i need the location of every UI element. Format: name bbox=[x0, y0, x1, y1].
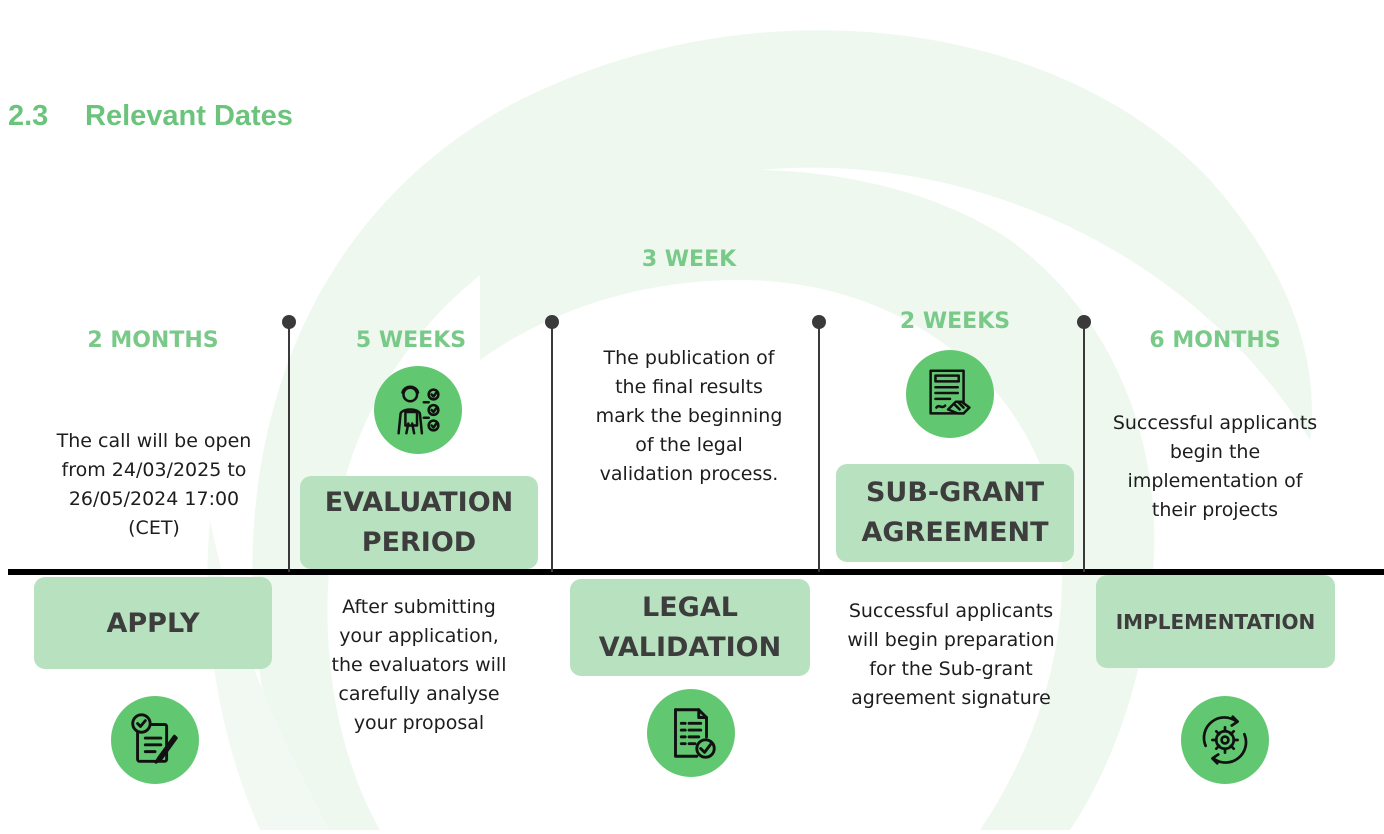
phase-1-duration: 2 MONTHS bbox=[87, 328, 219, 353]
section-title-text: Relevant Dates bbox=[85, 100, 293, 132]
separator-line-4 bbox=[1083, 322, 1085, 572]
phase-2-desc-line-5: your proposal bbox=[353, 712, 485, 734]
phase-1-desc-line-4: (CET) bbox=[128, 517, 180, 539]
checklist-pencil-icon bbox=[111, 696, 199, 784]
separator-line-2 bbox=[551, 322, 553, 572]
phase-2-desc-line-1: After submitting bbox=[342, 596, 496, 618]
phase-5-description: Successful applicants begin the implemen… bbox=[1090, 409, 1340, 525]
phase-3-label-line-1: LEGAL bbox=[642, 591, 738, 623]
phase-5-label: IMPLEMENTATION bbox=[1115, 609, 1316, 634]
phase-2-desc-line-3: the evaluators will bbox=[331, 654, 507, 676]
phase-4-desc-line-3: for the Sub-grant bbox=[869, 658, 1033, 680]
phase-3-desc-line-1: The publication of bbox=[603, 347, 775, 369]
phase-2-desc-line-4: carefully analyse bbox=[338, 683, 500, 705]
phase-1-description: The call will be open from 24/03/2025 to… bbox=[16, 427, 292, 543]
phase-2-label-line-1: EVALUATION bbox=[324, 486, 514, 518]
phase-5-desc-line-2: begin the bbox=[1169, 441, 1261, 463]
phase-3-desc-line-3: mark the beginning bbox=[595, 405, 783, 427]
evaluator-checklist-icon bbox=[374, 366, 462, 454]
section-number: 2.3 bbox=[8, 100, 49, 132]
phase-2-label-line-2: PERIOD bbox=[361, 526, 477, 558]
phase-2-description: After submitting your application, the e… bbox=[294, 593, 544, 738]
phase-4-desc-line-1: Successful applicants bbox=[848, 600, 1054, 622]
phase-2-duration: 5 WEEKS bbox=[355, 328, 467, 353]
phase-4-label-box: SUB-GRANT AGREEMENT bbox=[836, 464, 1074, 562]
phase-2-desc-line-2: your application, bbox=[339, 625, 499, 647]
document-check-icon bbox=[647, 689, 735, 777]
phase-1-desc-line-1: The call will be open bbox=[56, 430, 252, 452]
phase-4-label-line-2: AGREEMENT bbox=[861, 517, 1049, 548]
phase-2-label-box: EVALUATION PERIOD bbox=[300, 476, 538, 569]
phase-4-duration: 2 WEEKS bbox=[899, 309, 1011, 334]
phase-3-description: The publication of the final results mar… bbox=[558, 344, 820, 489]
phase-5-desc-line-4: their projects bbox=[1151, 499, 1279, 521]
contract-handshake-icon bbox=[906, 350, 994, 438]
phase-4-label-line-1: SUB-GRANT bbox=[865, 477, 1045, 508]
phase-4-desc-line-2: will begin preparation bbox=[847, 629, 1055, 651]
phase-1-desc-line-3: 26/05/2024 17:00 bbox=[68, 488, 240, 510]
separator-line-1 bbox=[288, 322, 290, 572]
section-title: 2.3 Relevant Dates bbox=[8, 100, 293, 133]
gear-cycle-icon bbox=[1181, 696, 1269, 784]
phase-3-desc-line-4: of the legal bbox=[635, 434, 743, 456]
phase-1-label: APPLY bbox=[106, 607, 200, 639]
phase-5-desc-line-3: implementation of bbox=[1127, 470, 1303, 492]
phase-3-duration: 3 WEEK bbox=[641, 247, 737, 272]
phase-1-label-box: APPLY bbox=[34, 577, 272, 669]
phase-1-desc-line-2: from 24/03/2025 to bbox=[61, 459, 247, 481]
phase-5-desc-line-1: Successful applicants bbox=[1112, 412, 1318, 434]
phase-3-desc-line-2: the final results bbox=[615, 376, 763, 398]
phase-5-duration: 6 MONTHS bbox=[1149, 328, 1281, 353]
timeline-axis bbox=[8, 569, 1384, 575]
separator-line-3 bbox=[818, 322, 820, 572]
phase-4-desc-line-4: agreement signature bbox=[851, 687, 1051, 709]
phase-3-label-box: LEGAL VALIDATION bbox=[570, 579, 810, 676]
phase-4-description: Successful applicants will begin prepara… bbox=[820, 597, 1082, 713]
phase-3-label-line-2: VALIDATION bbox=[598, 631, 782, 663]
phase-3-desc-line-5: validation process. bbox=[599, 463, 779, 485]
phase-5-label-box: IMPLEMENTATION bbox=[1096, 575, 1335, 668]
